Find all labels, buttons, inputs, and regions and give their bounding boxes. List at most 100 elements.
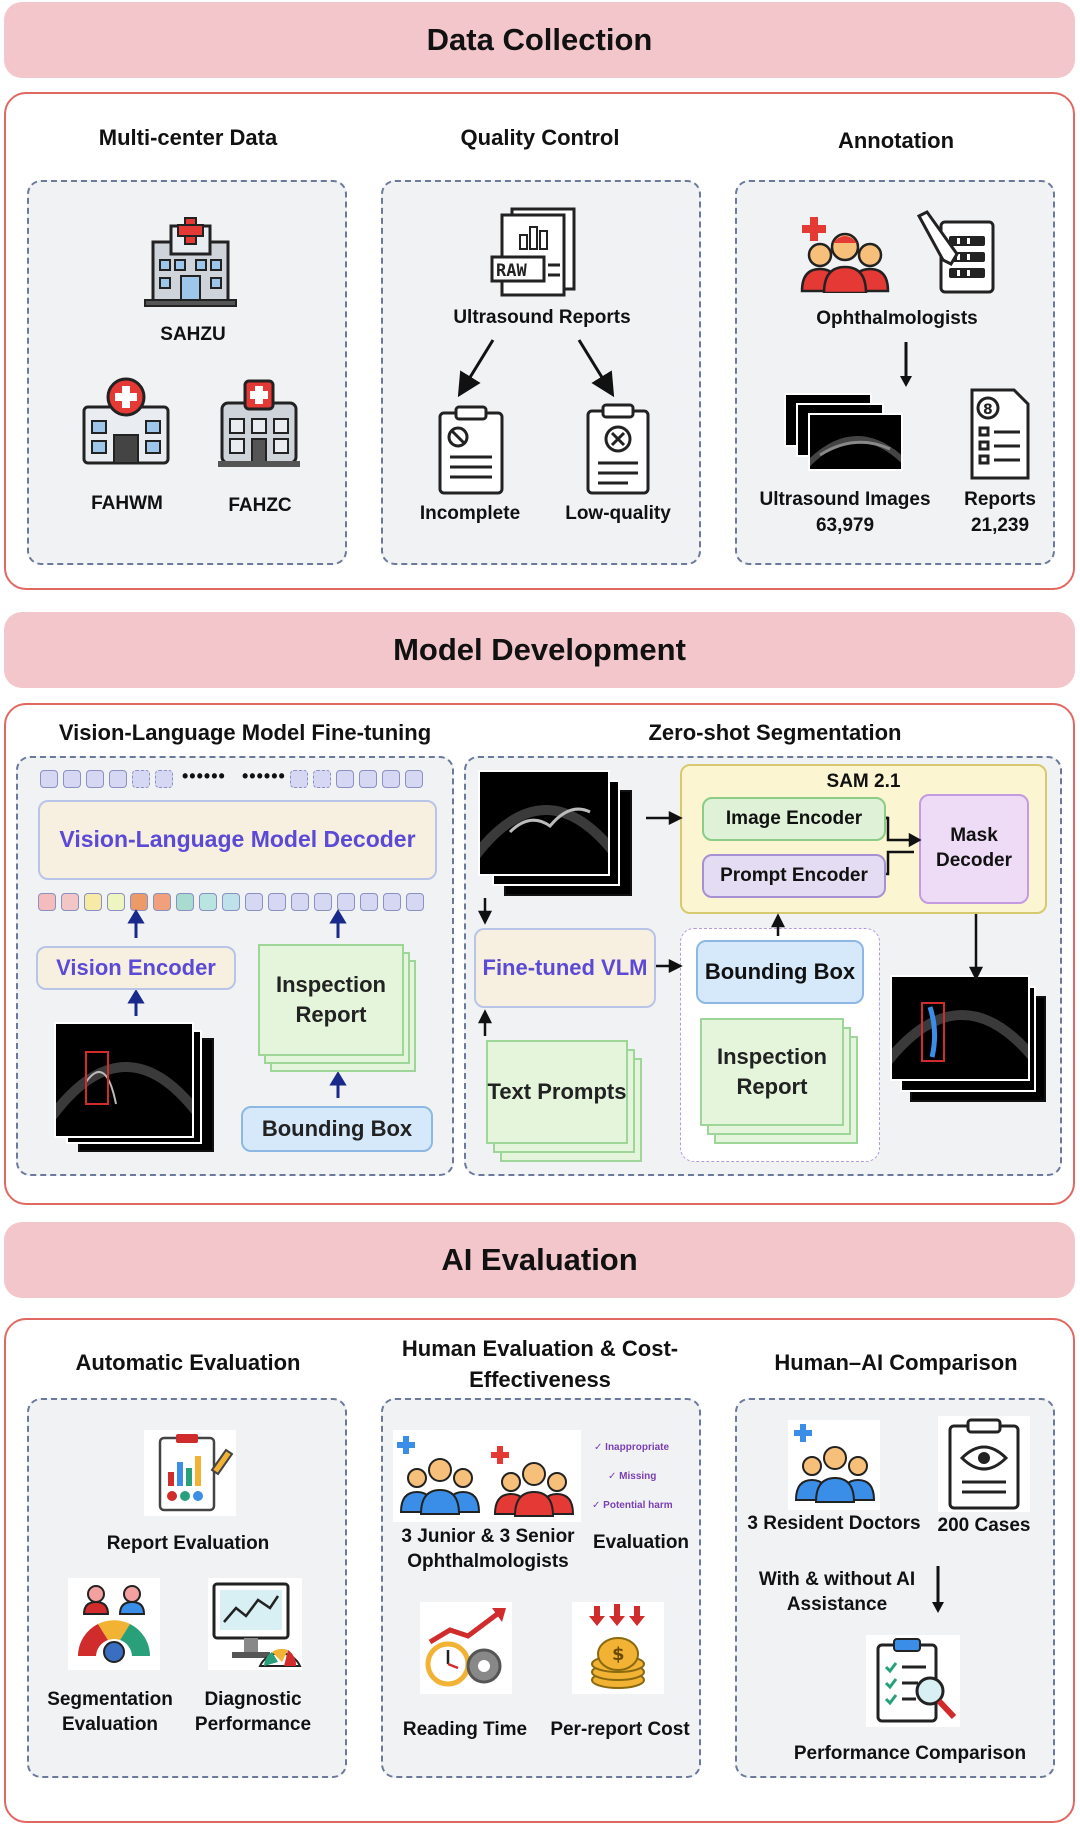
input-token bbox=[360, 893, 378, 911]
text-prompts-label: Text Prompts bbox=[487, 1079, 627, 1105]
cases-label: 200 Cases bbox=[937, 1515, 1031, 1536]
input-token bbox=[383, 893, 401, 911]
reading-time-icon bbox=[420, 1602, 512, 1694]
svg-text:8: 8 bbox=[983, 402, 993, 418]
zs-inspection-report-label: Inspection Report bbox=[716, 1044, 827, 1099]
output-token bbox=[359, 770, 377, 788]
ai-assistance-label: With & without AI Assistance bbox=[758, 1569, 916, 1615]
svg-text:RAW: RAW bbox=[496, 261, 527, 281]
ophthalmologists-label: Ophthalmologists bbox=[816, 308, 978, 329]
ultrasound-image bbox=[808, 413, 903, 471]
segmentation-evaluation-label: Segmentation Evaluation bbox=[47, 1689, 173, 1735]
input-token bbox=[84, 893, 102, 911]
input-token bbox=[337, 893, 355, 911]
output-token bbox=[63, 770, 81, 788]
output-token bbox=[290, 770, 308, 788]
zero-shot-flow-arrows bbox=[477, 810, 984, 1036]
data-collection-title: Data Collection bbox=[426, 22, 653, 57]
vision-encoder: Vision Encoder bbox=[36, 946, 236, 990]
prompt-sheet bbox=[486, 1040, 628, 1144]
image-encoder: Image Encoder bbox=[702, 797, 886, 841]
cases-clipboard-icon bbox=[938, 1416, 1030, 1512]
segmentation-evaluation-icon bbox=[68, 1578, 160, 1670]
input-token bbox=[245, 893, 263, 911]
data-collection-banner: Data Collection bbox=[4, 2, 1075, 78]
criterion-missing: ✓ Missing bbox=[608, 1471, 657, 1482]
ultrasound-reports-label: Ultrasound Reports bbox=[453, 307, 631, 328]
hospital-icon bbox=[218, 379, 300, 467]
report-document-icon: 8 bbox=[970, 388, 1030, 480]
input-token bbox=[291, 893, 309, 911]
input-token bbox=[130, 893, 148, 911]
raters-team-icon bbox=[393, 1430, 581, 1522]
clipboard-incomplete-icon bbox=[438, 405, 504, 495]
output-token bbox=[132, 770, 150, 788]
input-token bbox=[406, 893, 424, 911]
diagnostic-performance-label: Diagnostic Performance bbox=[194, 1689, 312, 1735]
vlm-decoder-label: Vision-Language Model Decoder bbox=[59, 826, 416, 853]
token-ellipsis: •••••• bbox=[182, 766, 226, 786]
reports-label: Reports bbox=[964, 489, 1036, 510]
input-token bbox=[176, 893, 194, 911]
ultrasound-input-image bbox=[54, 1022, 194, 1138]
raw-report-icon: RAW bbox=[490, 207, 576, 297]
prompt-encoder-label: Prompt Encoder bbox=[720, 864, 868, 886]
output-token bbox=[86, 770, 104, 788]
model-development-title: Model Development bbox=[393, 632, 686, 667]
evaluation-label: Evaluation bbox=[592, 1532, 690, 1553]
mask-decoder-label: Mask Decoder bbox=[935, 825, 1013, 871]
human-eval-title: Human Evaluation & Cost-Effectiveness bbox=[401, 1336, 679, 1392]
criterion-potential-harm: ✓ Potential harm bbox=[592, 1500, 673, 1511]
inspection-report-label: Inspection Report bbox=[275, 972, 386, 1027]
performance-comparison-icon bbox=[866, 1635, 960, 1727]
report-evaluation-icon bbox=[144, 1430, 236, 1516]
report-evaluation-label: Report Evaluation bbox=[106, 1533, 270, 1554]
ai-evaluation-banner: AI Evaluation bbox=[4, 1222, 1075, 1298]
output-token bbox=[336, 770, 354, 788]
input-token bbox=[38, 893, 56, 911]
quality-control-title: Quality Control bbox=[460, 125, 620, 150]
qc-split-arrows bbox=[457, 339, 615, 398]
output-token bbox=[382, 770, 400, 788]
report-sheet bbox=[258, 944, 404, 1056]
hospital-fahwm-label: FAHWM bbox=[91, 493, 163, 514]
input-token bbox=[61, 893, 79, 911]
image-encoder-label: Image Encoder bbox=[725, 807, 863, 829]
low-quality-label: Low-quality bbox=[565, 503, 671, 524]
hospital-icon bbox=[82, 377, 170, 465]
zs-inspection-report-stack: Inspection Report bbox=[700, 1018, 862, 1148]
mask-decoder: Mask Decoder bbox=[919, 794, 1029, 904]
model-development-banner: Model Development bbox=[4, 612, 1075, 688]
inspection-report-stack: Inspection Report bbox=[258, 944, 418, 1074]
performance-comparison-label: Performance Comparison bbox=[793, 1743, 1027, 1764]
ultrasound-images-label: Ultrasound Images bbox=[759, 489, 931, 510]
human-ai-comparison-title: Human–AI Comparison bbox=[774, 1350, 1018, 1375]
output-token bbox=[405, 770, 423, 788]
output-token bbox=[313, 770, 331, 788]
output-token bbox=[109, 770, 127, 788]
resident-doctors-icon bbox=[788, 1420, 880, 1510]
token-ellipsis: •••••• bbox=[242, 766, 286, 786]
annotation-title: Annotation bbox=[837, 128, 955, 153]
ai-evaluation-title: AI Evaluation bbox=[441, 1242, 638, 1277]
fine-tuned-vlm-label: Fine-tuned VLM bbox=[482, 954, 648, 980]
report-sheet bbox=[700, 1018, 844, 1126]
zs-bounding-box-label: Bounding Box bbox=[704, 958, 856, 984]
bounding-box-input: Bounding Box bbox=[241, 1106, 433, 1152]
reports-count: 21,239 bbox=[970, 515, 1030, 536]
ultrasound-images-count: 63,979 bbox=[815, 515, 875, 536]
criterion-missing-text: Missing bbox=[619, 1471, 657, 1482]
svg-text:$: $ bbox=[612, 1644, 625, 1665]
output-token bbox=[40, 770, 58, 788]
raters-label: 3 Junior & 3 Senior Ophthalmologists bbox=[401, 1526, 575, 1572]
vlm-decoder: Vision-Language Model Decoder bbox=[38, 800, 437, 880]
reading-time-label: Reading Time bbox=[402, 1719, 528, 1740]
sam-label: SAM 2.1 bbox=[826, 771, 901, 792]
comparison-arrow bbox=[932, 1566, 944, 1613]
per-report-cost-label: Per-report Cost bbox=[550, 1719, 690, 1740]
multicenter-title: Multi-center Data bbox=[98, 125, 278, 150]
resident-doctors-label: 3 Resident Doctors bbox=[747, 1513, 921, 1534]
incomplete-label: Incomplete bbox=[419, 503, 521, 524]
annotation-box bbox=[735, 180, 1055, 565]
doctors-team-icon bbox=[800, 217, 890, 293]
